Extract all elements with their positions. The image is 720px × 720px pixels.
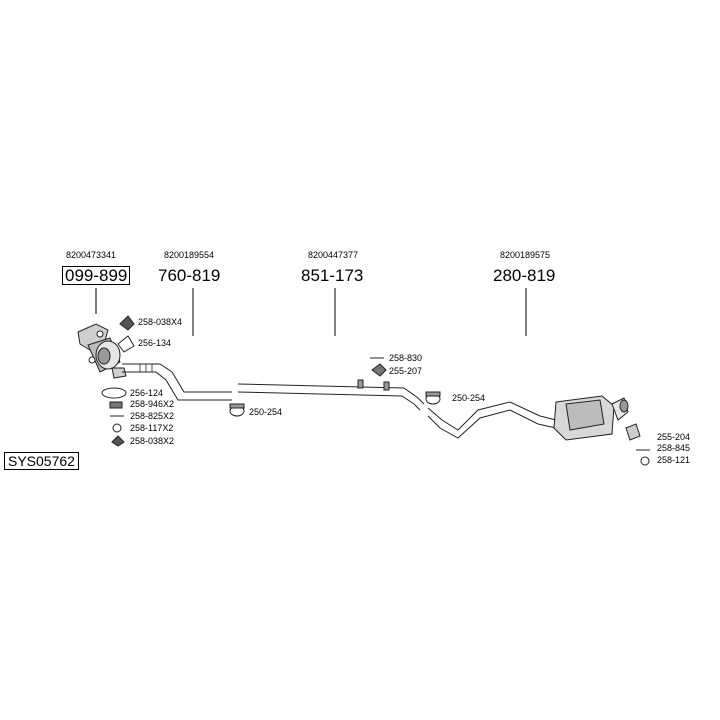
gasket-icon bbox=[117, 335, 135, 353]
sub-part-label[interactable]: 258-121 bbox=[657, 455, 691, 465]
hardware-icons-right bbox=[625, 423, 650, 466]
center-pipe bbox=[237, 379, 425, 411]
nut-icon-2 bbox=[111, 435, 125, 447]
oem-number: 8200447377 bbox=[308, 250, 359, 260]
flange-gasket-icon bbox=[101, 387, 127, 399]
sub-part-label[interactable]: 255-204 bbox=[657, 432, 691, 442]
oem-number: 8200189575 bbox=[500, 250, 551, 260]
sub-part-label[interactable]: 258-830 bbox=[389, 353, 423, 363]
sub-part-label[interactable]: 255-207 bbox=[389, 366, 423, 376]
sub-part-label[interactable]: 258-946X2 bbox=[130, 399, 175, 409]
part-number-catalyst[interactable]: 099-899 bbox=[62, 266, 131, 285]
leader-lines bbox=[95, 288, 527, 336]
sub-part-label[interactable]: 258-038X2 bbox=[130, 436, 175, 446]
hardware-icons-left bbox=[101, 315, 135, 447]
sub-part-label[interactable]: 258-845 bbox=[657, 443, 691, 453]
part-number-center-pipe[interactable]: 851-173 bbox=[301, 266, 364, 285]
sub-part-label[interactable]: 250-254 bbox=[249, 407, 283, 417]
rear-pipe bbox=[427, 401, 557, 439]
sub-part-label[interactable]: 258-038X4 bbox=[138, 317, 183, 327]
sub-part-label[interactable]: 258-117X2 bbox=[130, 423, 174, 433]
washer-icon-right bbox=[640, 456, 650, 466]
spring-icon bbox=[109, 401, 123, 409]
sub-part-label[interactable]: 258-825X2 bbox=[130, 411, 175, 421]
hanger-icon bbox=[625, 423, 641, 441]
sub-part-label[interactable]: 250-254 bbox=[452, 393, 486, 403]
hardware-icons-center bbox=[370, 357, 387, 377]
front-pipe bbox=[122, 363, 232, 401]
mount-icon bbox=[371, 363, 387, 377]
nut-icon bbox=[119, 315, 135, 331]
rear-muffler bbox=[553, 395, 629, 441]
clamp-icons bbox=[229, 391, 441, 417]
washer-icon bbox=[112, 423, 122, 433]
oem-number: 8200473341 bbox=[66, 250, 117, 260]
catalytic-converter bbox=[77, 323, 127, 379]
sub-part-label[interactable]: 256-124 bbox=[130, 388, 164, 398]
part-number-front-pipe[interactable]: 760-819 bbox=[158, 266, 221, 285]
oem-number: 8200189554 bbox=[164, 250, 215, 260]
sub-part-label[interactable]: 256-134 bbox=[138, 338, 172, 348]
system-code-badge: SYS05762 bbox=[4, 452, 79, 470]
part-number-rear-muffler[interactable]: 280-819 bbox=[493, 266, 556, 285]
